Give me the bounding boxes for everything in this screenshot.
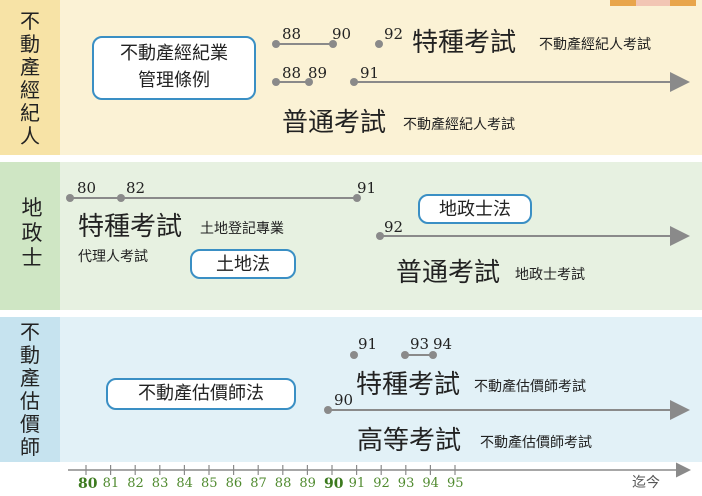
realtor-title: 不動產經紀人 xyxy=(20,9,40,148)
appraiser-high-exam-sub: 不動產估價師考試 xyxy=(480,435,592,451)
land-special-exam: 特種考試 xyxy=(78,212,183,242)
axis-ticks xyxy=(85,465,456,475)
axis-tick-label-92: 92 xyxy=(373,476,390,491)
land-law-text: 土地法 xyxy=(216,254,270,275)
axis-tick-label-87: 87 xyxy=(250,476,267,491)
appraiser-dot-90 xyxy=(324,406,332,414)
realtor-dot-91 xyxy=(350,78,358,86)
appraiser-law-box: 不動產估價師法 xyxy=(106,378,296,410)
land-side-column xyxy=(0,162,60,310)
realtor-year-90: 90 xyxy=(332,25,352,43)
land-dot-92 xyxy=(376,232,384,240)
realtor-dot-89 xyxy=(305,78,313,86)
realtor-general-exam-sub: 不動產經紀人考試 xyxy=(403,117,515,133)
axis-tick-label-91: 91 xyxy=(348,476,366,491)
land-agent-law-text: 地政士法 xyxy=(439,199,511,220)
land-dot-82 xyxy=(117,194,125,202)
appraiser-dot-91 xyxy=(350,351,358,359)
axis-tick-label-88: 88 xyxy=(274,476,292,491)
realtor-law-box: 不動產經紀業 管理條例 xyxy=(92,36,256,100)
axis-tick-label-81: 81 xyxy=(102,476,120,491)
realtor-special-exam-sub: 不動產經紀人考試 xyxy=(539,37,651,53)
axis-tick-label-83: 83 xyxy=(151,476,169,491)
land-law-box: 土地法 xyxy=(190,249,296,279)
appraiser-title: 不動產估價師 xyxy=(20,320,40,459)
appraiser-year-90: 90 xyxy=(334,391,354,409)
appraiser-dot-93 xyxy=(401,351,409,359)
appraiser-year-93: 93 xyxy=(410,335,430,353)
corner-decoration xyxy=(610,0,696,6)
land-special-exam-sub2: 代理人考試 xyxy=(78,249,148,265)
axis-tick-label-86: 86 xyxy=(225,476,243,491)
appraiser-high-exam: 高等考試 xyxy=(357,426,462,456)
axis-tick-label-80: 80 xyxy=(78,476,98,492)
realtor-year-88: 88 xyxy=(282,25,302,43)
axis-end-label: 迄今 xyxy=(632,475,660,491)
realtor-special-exam: 特種考試 xyxy=(412,28,517,58)
realtor-dot-88b xyxy=(272,78,280,86)
realtor-law-text: 不動產經紀業 管理條例 xyxy=(120,43,228,91)
land-agent-law-box: 地政士法 xyxy=(418,194,532,224)
land-dot-80 xyxy=(66,194,74,202)
axis-tick-label-82: 82 xyxy=(127,476,144,491)
axis-tick-label-89: 89 xyxy=(299,476,316,491)
appraiser-special-exam: 特種考試 xyxy=(356,370,461,400)
appraiser-year-94: 94 xyxy=(433,335,453,353)
appraiser-special-exam-sub: 不動產估價師考試 xyxy=(474,379,586,395)
realtor-year-88b: 88 xyxy=(282,64,302,82)
land-general-exam-sub: 地政士考試 xyxy=(515,267,585,283)
realtor-year-91: 91 xyxy=(360,64,380,82)
realtor-side-column xyxy=(0,0,60,155)
realtor-general-exam: 普通考試 xyxy=(282,108,387,138)
axis-tick-label-93: 93 xyxy=(397,476,415,491)
appraiser-side-column xyxy=(0,317,60,462)
realtor-year-89: 89 xyxy=(308,64,328,82)
axis-tick-label-94: 94 xyxy=(422,476,439,491)
appraiser-law-text: 不動產估價師法 xyxy=(138,383,264,404)
appraiser-year-91: 91 xyxy=(358,335,378,353)
axis-tick-label-84: 84 xyxy=(176,476,193,491)
appraiser-dot-94 xyxy=(429,351,437,359)
land-year-82: 82 xyxy=(126,179,146,197)
land-year-92: 92 xyxy=(384,218,404,236)
realtor-dot-90 xyxy=(329,40,337,48)
land-dot-91 xyxy=(353,194,361,202)
land-year-80: 80 xyxy=(77,179,97,197)
realtor-dot-92 xyxy=(375,40,383,48)
realtor-dot-88 xyxy=(272,40,280,48)
land-special-exam-sub: 土地登記專業 xyxy=(200,221,284,237)
axis-tick-label-95: 95 xyxy=(447,476,464,491)
axis-tick-label-90: 90 xyxy=(324,476,344,492)
land-year-91: 91 xyxy=(357,179,377,197)
land-general-exam: 普通考試 xyxy=(396,258,501,288)
realtor-year-92: 92 xyxy=(384,25,404,43)
axis-tick-label-85: 85 xyxy=(201,476,218,491)
land-agent-title: 地政士 xyxy=(21,196,43,270)
